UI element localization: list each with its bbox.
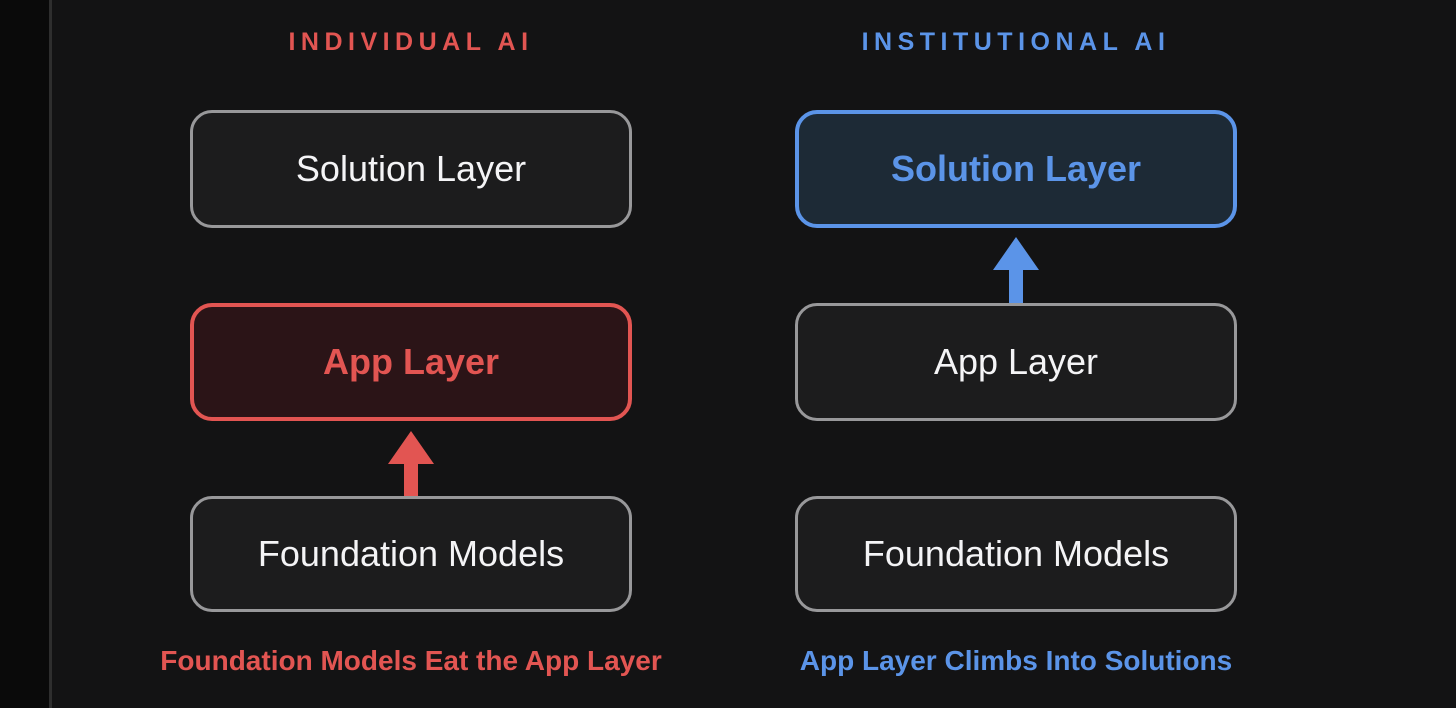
box-label: Foundation Models [862,533,1170,574]
column-caption-individual-ai: Foundation Models Eat the App Layer [160,645,662,676]
box-label: App Layer [322,341,500,382]
box-label: Foundation Models [257,533,565,574]
box-foundation-models: Foundation Models [190,496,632,612]
box-label: App Layer [933,341,1099,382]
box-solution-layer: Solution Layer [795,110,1237,228]
column-institutional-ai: INSTITUTIONAL AI Solution Layer App Laye… [795,0,1237,708]
arrow-shaft [1009,270,1023,303]
box-app-layer: App Layer [795,303,1237,421]
column-header-institutional-ai: INSTITUTIONAL AI [861,28,1171,56]
gutter-divider [49,0,52,708]
column-caption-institutional-ai: App Layer Climbs Into Solutions [799,645,1233,676]
up-arrow-icon [993,237,1039,303]
up-arrow-icon [388,431,434,497]
box-solution-layer: Solution Layer [190,110,632,228]
left-gutter [0,0,49,708]
column-individual-ai: INDIVIDUAL AI Solution Layer App Layer F… [160,0,661,708]
arrow-head [993,237,1039,270]
column-header-individual-ai: INDIVIDUAL AI [288,28,534,56]
box-app-layer: App Layer [190,303,632,421]
box-label: Solution Layer [890,148,1142,189]
arrow-shaft [404,464,418,497]
box-label: Solution Layer [295,148,527,189]
box-foundation-models: Foundation Models [795,496,1237,612]
arrow-head [388,431,434,464]
